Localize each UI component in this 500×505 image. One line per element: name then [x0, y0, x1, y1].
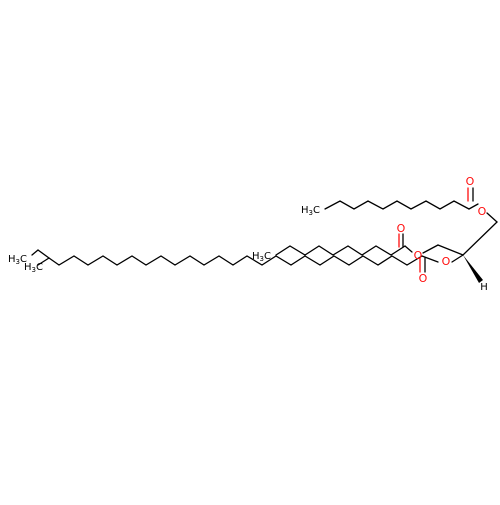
oxygen-atom-ester-1: O	[478, 205, 487, 218]
oxygen-atom-carbonyl-3: O	[419, 272, 428, 285]
chain3-terminal-bond-2	[31, 249, 39, 256]
hydrogen-atom-stereo: H	[480, 282, 488, 293]
chain1-o-ch2-bond	[486, 212, 498, 223]
chain3-ester-bond	[421, 255, 439, 263]
chain3-carbon-bonds	[48, 255, 423, 266]
octanoyl-chain-middle	[275, 233, 439, 256]
backbone-bond-1	[437, 244, 464, 256]
chain1-ester-bond	[468, 203, 479, 210]
oxygen-atom-carbonyl-1: O	[466, 175, 475, 188]
chain1-carbon-bonds	[324, 200, 470, 210]
oxygen-atom-ester-3: O	[442, 255, 451, 268]
chain2-ester-bond	[404, 245, 413, 253]
backbone-bond-2	[462, 221, 498, 256]
methyl-label-chain2: H3C	[252, 251, 271, 263]
oxygen-atom-ester-2: O	[414, 249, 423, 262]
methyl-label-chain3-branch: H3C	[24, 262, 43, 274]
chain3-branch-bond	[37, 257, 50, 266]
methyl-label-chain1: H3C	[301, 205, 320, 217]
oxygen-atom-carbonyl-2: O	[397, 222, 406, 235]
chain2-o-ch2-bond	[422, 244, 439, 254]
long-acyl-chain-bottom	[31, 249, 439, 273]
glycerol-backbone	[437, 221, 498, 283]
decanoyl-chain-top	[324, 187, 498, 223]
methyl-label-chain3-ethyl: H3C	[8, 254, 27, 266]
atom-labels: O O O O O O H H3C H3C H3C H3C	[8, 175, 488, 293]
stereo-wedge-bond	[463, 255, 483, 283]
chain3-terminal-bond-1	[37, 249, 50, 259]
backbone-o-bond	[451, 254, 464, 263]
chain2-carbon-bonds	[275, 245, 406, 256]
